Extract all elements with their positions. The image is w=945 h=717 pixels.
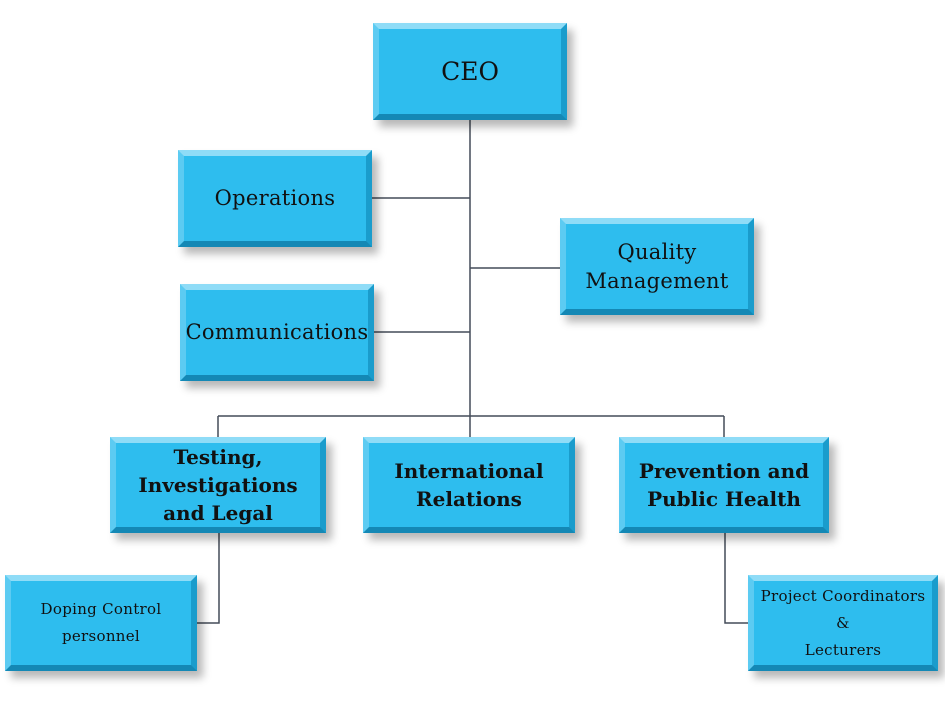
- node-quality-management-line1: Quality: [617, 239, 697, 264]
- node-testing-investigations-legal: Testing, Investigations and Legal: [110, 437, 326, 533]
- node-testing-line1: Testing,: [173, 445, 263, 469]
- node-quality-management-line2: Management: [585, 268, 729, 293]
- node-project-coordinators-lecturers: Project Coordinators & Lecturers: [748, 575, 938, 671]
- node-prevention-line2: Public Health: [647, 487, 801, 511]
- node-international-relations-line1: International: [394, 459, 544, 483]
- connector-project-coordinators: [724, 533, 748, 624]
- node-ceo: CEO: [373, 23, 567, 120]
- node-testing-line2: Investigations: [138, 473, 298, 497]
- node-doping-control-line1: Doping Control: [40, 600, 162, 618]
- node-project-coordinators-line1: Project Coordinators: [760, 586, 926, 605]
- node-quality-management: Quality Management: [560, 218, 754, 315]
- node-testing-line3: and Legal: [163, 501, 273, 525]
- node-prevention-public-health: Prevention and Public Health: [619, 437, 829, 533]
- node-communications-label: Communications: [185, 320, 369, 344]
- node-prevention-line1: Prevention and: [638, 459, 810, 483]
- node-international-relations: International Relations: [363, 437, 575, 533]
- node-ceo-label: CEO: [441, 57, 499, 86]
- node-operations-label: Operations: [214, 186, 336, 210]
- node-project-coordinators-line2: &: [836, 613, 850, 632]
- node-communications: Communications: [180, 284, 374, 381]
- node-operations: Operations: [178, 150, 372, 247]
- node-international-relations-line2: Relations: [416, 487, 522, 511]
- node-doping-control-personnel: Doping Control personnel: [5, 575, 197, 671]
- node-project-coordinators-line3: Lecturers: [804, 640, 882, 659]
- connector-doping-control: [197, 533, 220, 624]
- node-doping-control-line2: personnel: [61, 627, 141, 645]
